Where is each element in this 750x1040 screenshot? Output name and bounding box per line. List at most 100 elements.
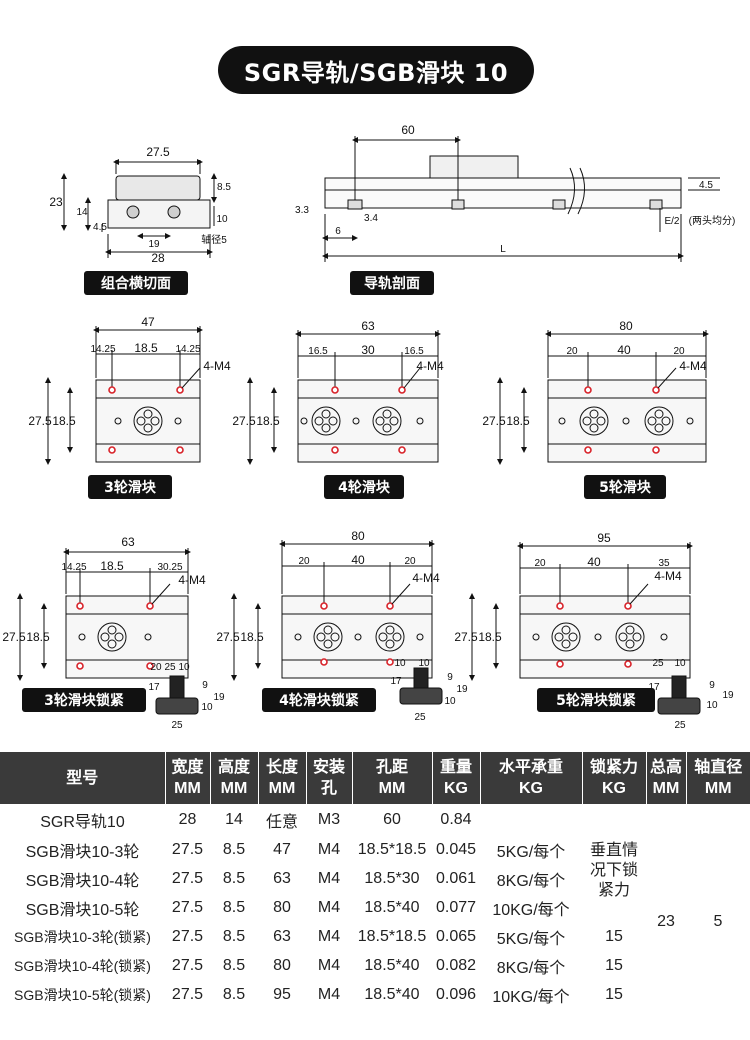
block-3-lock-holes: [76, 602, 154, 670]
cross-section-drawing: [61, 159, 217, 258]
cell-shaft-diameter: 5: [713, 913, 723, 930]
rail-length-dim: L: [500, 244, 506, 255]
rail-note: (两头均分): [689, 215, 736, 227]
cell-model: SGB滑块10-3轮: [25, 843, 140, 861]
block-3-side: 14.25: [90, 344, 115, 355]
rail-a-dim: 3.3: [295, 205, 309, 216]
block-5-lock-hole-spec: 4-M4: [654, 569, 682, 583]
cell-hole: M4: [317, 840, 341, 858]
cell-lock: [582, 804, 646, 835]
cross-side-dim: 10: [216, 214, 228, 225]
cell-pitch: 18.5*40: [364, 985, 420, 1003]
cross-axis-note: 轴径5: [201, 233, 227, 246]
cell-weight: 0.84: [440, 810, 472, 828]
knob-2-w: 25: [414, 712, 426, 723]
cell-total-height: 23: [657, 913, 675, 930]
block-5-lock-k1: 25: [652, 658, 664, 669]
block-4-lock-side2: 20: [404, 556, 416, 567]
label-block-5: 5轮滑块: [584, 475, 666, 499]
knob-1-b: 9: [202, 680, 208, 691]
cell-pitch: 18.5*40: [364, 956, 420, 974]
knob-2-c: 10: [444, 696, 456, 707]
knob-1-a: 17: [148, 682, 160, 693]
label-block-3: 3轮滑块: [88, 475, 172, 499]
knob-1-c: 10: [201, 702, 213, 713]
cell-width: 27.5: [171, 985, 204, 1003]
block-4-width: 63: [361, 319, 375, 333]
cell-load: 10KG/每个: [492, 901, 570, 919]
knob-1-w: 25: [171, 720, 183, 731]
cross-width-dim: 27.5: [146, 145, 170, 159]
label-block-4: 4轮滑块: [324, 475, 404, 499]
cross-top-dim: 8.5: [217, 182, 231, 193]
block-5-lock-holes: [556, 602, 632, 668]
cross-gap-dim: 19: [148, 239, 160, 250]
cell-width: 27.5: [171, 927, 204, 945]
block-3-lock-side2: 30.25: [157, 562, 182, 573]
cell-lock: 15: [605, 985, 623, 1003]
cell-width: 27.5: [171, 956, 204, 974]
cell-height: 8.5: [222, 956, 246, 974]
cell-total: [646, 804, 686, 835]
cell-load: [480, 804, 582, 835]
block-4-drawing: [247, 330, 441, 465]
cell-height: 8.5: [222, 840, 246, 858]
block-3-holes: [108, 386, 184, 454]
cell-model: SGB滑块10-4轮: [25, 872, 140, 890]
cell-shaft: [686, 804, 750, 835]
block-3-lock-height2: 18.5: [26, 630, 50, 644]
block-3-lock-side: 14.25: [61, 562, 86, 573]
block-5-mid: 40: [617, 343, 631, 357]
block-4-lock-drawing: [231, 540, 443, 705]
table-row: SGB滑块10-4轮(锁紧) 27.5 8.5 80 M4 18.5*40 0.…: [0, 951, 750, 980]
cell-hole: M4: [317, 927, 341, 945]
cell-width: 27.5: [171, 898, 204, 916]
knob-2-b: 9: [447, 672, 453, 683]
block-3-lock-hole-spec: 4-M4: [178, 573, 206, 587]
block-3-height: 27.5: [28, 414, 52, 428]
cell-pitch: 60: [383, 810, 401, 828]
cell-length: 63: [273, 869, 291, 887]
cell-weight: 0.077: [435, 898, 477, 916]
knob-2-a: 17: [390, 676, 402, 687]
cell-lock: 15: [605, 927, 623, 945]
block-5-lock-side2: 35: [658, 558, 670, 569]
cell-load: 8KG/每个: [496, 959, 566, 977]
table-row: SGB滑块10-5轮(锁紧) 27.5 8.5 95 M4 18.5*40 0.…: [0, 980, 750, 1009]
block-3-hole-spec: 4-M4: [203, 359, 231, 373]
table-row: SGR导轨10 28 14 任意 M3 60 0.84: [0, 804, 750, 835]
cell-hole: M4: [317, 956, 341, 974]
block-5-lock-height: 27.5: [454, 630, 478, 644]
technical-drawings: 27.5 28 19 23 14 4.5 8.5 10 轴径5 60 4.5 3…: [2, 123, 736, 731]
cell-load: 8KG/每个: [496, 872, 566, 890]
block-3-lock-k3: 10: [178, 662, 190, 673]
cross-base-dim: 28: [151, 251, 165, 265]
block-4-lock-k2: 10: [418, 658, 430, 669]
cross-height-dim: 23: [49, 195, 63, 209]
cell-height: 8.5: [222, 927, 246, 945]
block-3-lock-height: 27.5: [2, 630, 26, 644]
label-block-3-lock: 3轮滑块锁紧: [22, 688, 146, 712]
cell-width: 28: [178, 810, 197, 828]
cell-model: SGR导轨10: [40, 813, 125, 831]
rail-section-drawing: [322, 136, 720, 262]
label-cross-section: 组合横切面: [84, 271, 188, 295]
cell-height: 8.5: [222, 898, 246, 916]
table-row: SGB滑块10-5轮 27.5 8.5 80 M4 18.5*40 0.077 …: [0, 893, 750, 922]
cell-length: 47: [273, 840, 291, 858]
cell-width: 27.5: [171, 840, 204, 858]
knob-3-d: 19: [722, 690, 734, 701]
block-3-lock-drawing: [17, 548, 199, 715]
cell-pitch: 18.5*18.5: [357, 840, 427, 858]
cell-length: 80: [273, 956, 291, 974]
table-row: SGB滑块10-3轮 27.5 8.5 47 M4 18.5*18.5 0.04…: [0, 835, 750, 931]
block-4-hole-spec: 4-M4: [416, 359, 444, 373]
block-3-side2: 14.25: [175, 344, 200, 355]
block-3-lock-mid: 18.5: [100, 559, 124, 573]
rail-c-dim: 6: [335, 226, 341, 237]
